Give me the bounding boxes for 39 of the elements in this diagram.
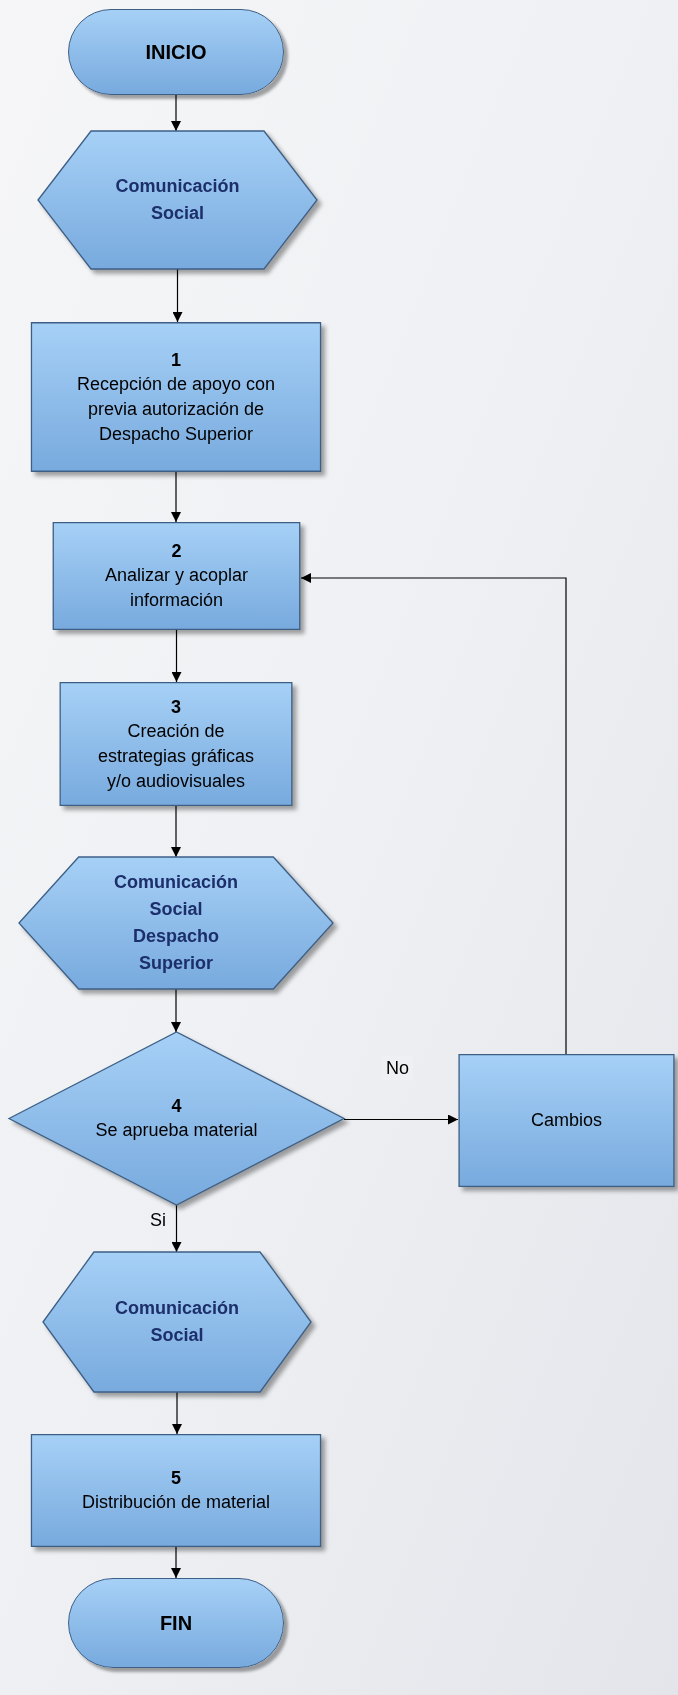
process-box	[52, 522, 301, 630]
preparation-hexagon	[19, 857, 333, 989]
arrow	[171, 1204, 182, 1253]
process-box	[30, 322, 322, 472]
arrow	[172, 268, 183, 323]
arrow	[171, 94, 181, 132]
arrow	[300, 573, 567, 1055]
step-number: 3	[171, 695, 181, 719]
arrow	[171, 805, 181, 858]
department-label: Comunicación Social	[114, 175, 241, 225]
terminal-label: FIN	[159, 1611, 193, 1636]
arrow	[343, 1114, 459, 1125]
decision-diamond	[9, 1032, 344, 1205]
terminator-shape	[68, 9, 284, 95]
arrow	[171, 629, 182, 683]
department-label: Comunicación Social	[113, 871, 239, 921]
step-number: 5	[171, 1467, 181, 1490]
terminal-label: INICIO	[145, 40, 207, 65]
step-number: 1	[171, 348, 181, 372]
step-text: Se aprueba material	[94, 1119, 259, 1142]
step-text: Recepción de apoyo con previa autorización de Despacho Superior	[75, 372, 277, 446]
step-text: Cambios	[530, 1109, 603, 1132]
process-box	[458, 1054, 675, 1187]
process-box	[30, 1434, 322, 1547]
step-text: Creación de estrategias gráficas y/o audiovisuales	[96, 719, 256, 793]
step-text: Analizar y acoplar información	[103, 564, 250, 612]
arrow	[171, 988, 181, 1033]
preparation-hexagon	[43, 1252, 311, 1392]
arrow	[171, 471, 181, 523]
step-text: Distribución de material	[80, 1491, 272, 1514]
step-number: 4	[171, 1095, 182, 1118]
terminator-shape	[68, 1578, 284, 1668]
arrow	[172, 1391, 182, 1435]
arrow	[171, 1546, 181, 1579]
process-box	[59, 682, 293, 806]
preparation-hexagon	[38, 131, 317, 269]
step-number: 2	[171, 540, 182, 563]
department-label: Despacho Superior	[132, 925, 220, 975]
department-label: Comunicación Social	[114, 1297, 240, 1347]
